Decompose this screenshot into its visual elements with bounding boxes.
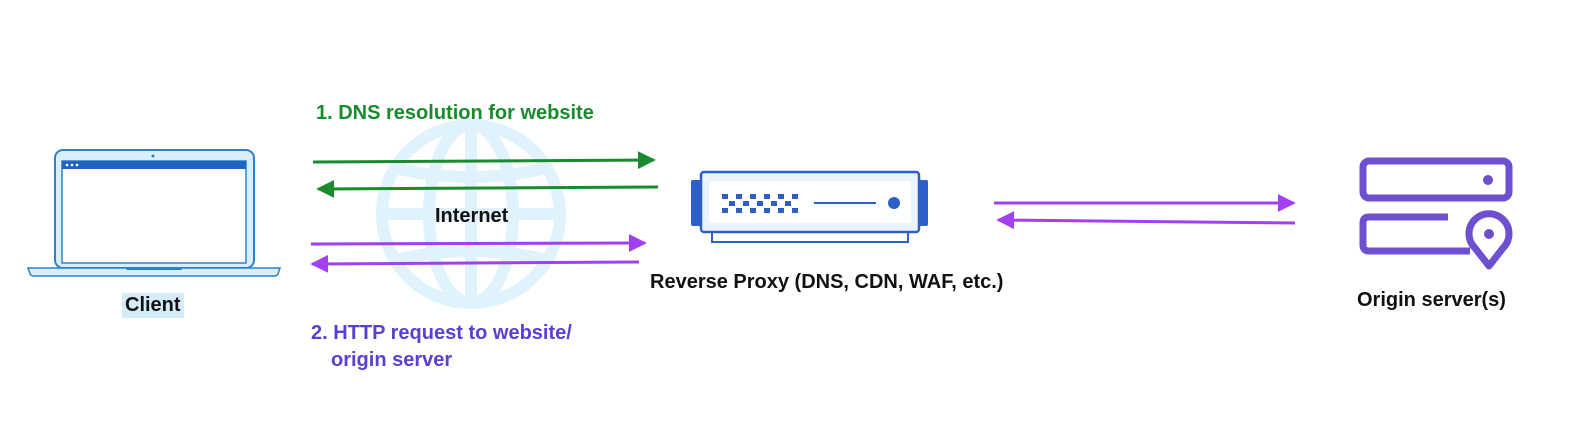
dns-response-arrow <box>316 179 659 198</box>
reverse-proxy-label: Reverse Proxy (DNS, CDN, WAF, etc.) <box>650 271 1004 293</box>
http-arrows-client <box>310 234 647 273</box>
proxy-vent-pattern <box>722 194 798 213</box>
origin-server-label: Origin server(s) <box>1357 289 1506 311</box>
dns-step-label: 1. DNS resolution for website <box>316 102 594 124</box>
internet-label: Internet <box>435 205 509 227</box>
http-request-arrow <box>310 234 647 253</box>
dns-request-arrow <box>312 151 656 170</box>
client-label: Client <box>122 293 184 318</box>
http-step-label: 2. HTTP request to website/ origin serve… <box>311 320 572 374</box>
http-response-arrow <box>310 254 640 273</box>
http-step-line1: 2. HTTP request to website/ <box>311 322 572 344</box>
reverse-proxy-icon <box>691 170 928 243</box>
http-arrows-origin <box>994 194 1296 230</box>
origin-response-arrow <box>996 211 1296 230</box>
globe-icon <box>376 119 566 309</box>
origin-server-icon <box>1359 157 1513 270</box>
laptop-icon <box>26 149 282 277</box>
dns-arrows <box>312 151 659 198</box>
http-step-line2: origin server <box>331 349 453 371</box>
